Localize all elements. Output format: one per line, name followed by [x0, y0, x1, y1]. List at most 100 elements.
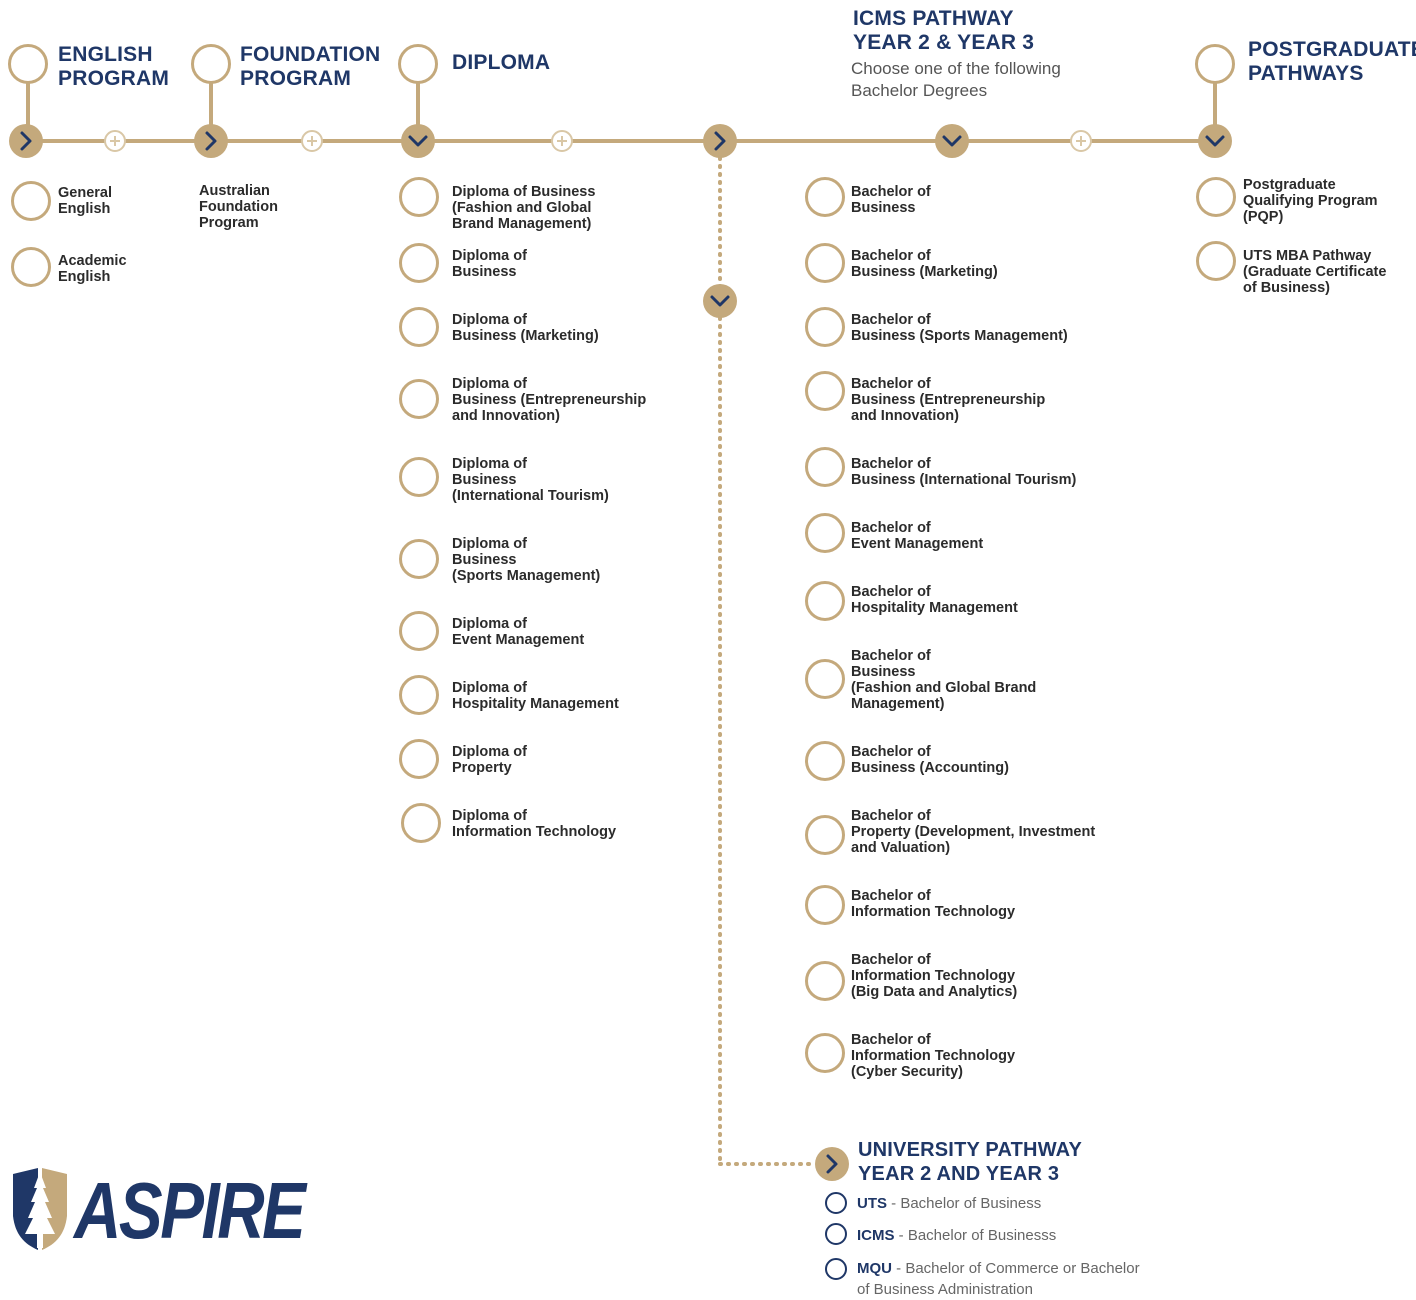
university-name: ICMS [857, 1227, 895, 1244]
bachelor-item[interactable]: Bachelor of Business [851, 184, 931, 216]
university-name: MQU [857, 1260, 892, 1277]
postgrad-expand-button[interactable] [1198, 124, 1232, 158]
circle-icon[interactable] [805, 447, 845, 487]
bachelor-item[interactable]: Bachelor of Business (Fashion and Global… [851, 648, 1037, 712]
university-pathway-go-button[interactable] [815, 1147, 849, 1181]
connector-english [26, 82, 30, 126]
circle-icon[interactable] [805, 243, 845, 283]
bachelor-item[interactable]: Bachelor of Information Technology (Big … [851, 952, 1018, 1000]
circle-icon[interactable] [399, 539, 439, 579]
chevron-down-icon [710, 295, 730, 307]
diploma-item[interactable]: Diploma of Property [452, 744, 527, 776]
circle-icon[interactable] [401, 803, 441, 843]
circle-icon[interactable] [399, 307, 439, 347]
university-pathway-title: UNIVERSITY PATHWAY YEAR 2 AND YEAR 3 [858, 1139, 1083, 1185]
diploma-item[interactable]: Diploma of Business [452, 248, 527, 280]
bachelor-item[interactable]: Bachelor of Event Management [851, 520, 984, 552]
university-option-mqu[interactable]: MQU - Bachelor of Commerce or Bachelor o… [857, 1258, 1140, 1300]
postgrad-header-circle-icon [1195, 44, 1235, 84]
circle-icon[interactable] [805, 371, 845, 411]
university-option-icms[interactable]: ICMS - Bachelor of Businesss [857, 1225, 1056, 1246]
bachelor-item[interactable]: Bachelor of Information Technology (Cybe… [851, 1032, 1016, 1080]
diploma-item[interactable]: Diploma of Hospitality Management [452, 680, 619, 712]
diploma-item[interactable]: Diploma of Business (Entrepreneurship an… [452, 376, 647, 424]
bachelor-item[interactable]: Bachelor of Property (Development, Inves… [851, 808, 1096, 856]
aspire-shield-logo-icon [13, 1168, 67, 1250]
plus-icon[interactable] [1070, 130, 1092, 152]
foundation-program-title: FOUNDATION PROGRAM [240, 43, 381, 90]
chevron-right-icon [20, 131, 32, 151]
university-option-uts[interactable]: UTS - Bachelor of Business [857, 1193, 1041, 1214]
circle-icon[interactable] [399, 379, 439, 419]
option-australian-foundation[interactable]: Australian Foundation Program [199, 183, 278, 231]
circle-icon[interactable] [399, 611, 439, 651]
diploma-item[interactable]: Diploma of Business (Fashion and Global … [452, 184, 596, 232]
icms-expand-button[interactable] [703, 124, 737, 158]
connector-postgrad [1213, 82, 1217, 126]
diploma-item[interactable]: Diploma of Business (Sports Management) [452, 536, 601, 584]
bachelor-item[interactable]: Bachelor of Business (Marketing) [851, 248, 998, 280]
circle-icon[interactable] [805, 961, 845, 1001]
plus-icon[interactable] [301, 130, 323, 152]
bachelor-item[interactable]: Bachelor of Business (Sports Management) [851, 312, 1068, 344]
circle-icon[interactable] [399, 177, 439, 217]
postgraduate-pathways-title: POSTGRADUATE PATHWAYS [1248, 38, 1416, 85]
timeline-line [24, 139, 1216, 143]
circle-icon[interactable] [805, 885, 845, 925]
diploma-item[interactable]: Diploma of Event Management [452, 616, 585, 648]
bachelor-item[interactable]: Bachelor of Business (Entrepreneurship a… [851, 376, 1046, 424]
circle-icon[interactable] [825, 1192, 847, 1214]
circle-icon[interactable] [825, 1223, 847, 1245]
icms-pathway-subtitle: Choose one of the following Bachelor Deg… [851, 59, 1061, 100]
circle-icon[interactable] [805, 581, 845, 621]
chevron-down-icon [408, 135, 428, 147]
option-academic-english[interactable]: Academic English [58, 253, 127, 285]
circle-icon[interactable] [1196, 177, 1236, 217]
diploma-item[interactable]: Diploma of Business (Marketing) [452, 312, 599, 344]
plus-icon[interactable] [551, 130, 573, 152]
postgrad-item[interactable]: Postgraduate Qualifying Program (PQP) [1243, 177, 1378, 225]
option-general-english[interactable]: General English [58, 185, 112, 217]
diploma-title: DIPLOMA [452, 51, 551, 74]
connector-diploma [416, 82, 420, 126]
circle-icon[interactable] [399, 675, 439, 715]
circle-icon[interactable] [399, 243, 439, 283]
university-pathway-expand-button[interactable] [703, 284, 737, 318]
circle-icon[interactable] [805, 513, 845, 553]
circle-icon[interactable] [399, 457, 439, 497]
diploma-item[interactable]: Diploma of Business (International Touri… [452, 456, 609, 504]
circle-icon[interactable] [11, 181, 51, 221]
circle-icon[interactable] [805, 741, 845, 781]
circle-icon[interactable] [805, 177, 845, 217]
chevron-right-icon [826, 1154, 838, 1174]
connector-foundation [209, 82, 213, 126]
bachelor-item[interactable]: Bachelor of Business (Accounting) [851, 744, 1009, 776]
chevron-right-icon [205, 131, 217, 151]
bachelor-item[interactable]: Bachelor of Business (International Tour… [851, 456, 1077, 488]
chevron-down-icon [942, 135, 962, 147]
icms-pathway-title: ICMS PATHWAY YEAR 2 & YEAR 3 [853, 7, 1035, 54]
circle-icon[interactable] [825, 1258, 847, 1280]
circle-icon[interactable] [805, 1033, 845, 1073]
university-degree: - Bachelor of Business [887, 1195, 1042, 1212]
circle-icon[interactable] [805, 815, 845, 855]
english-expand-button[interactable] [9, 124, 43, 158]
foundation-header-circle-icon [191, 44, 231, 84]
diploma-item[interactable]: Diploma of Information Technology [452, 808, 617, 840]
bachelor-expand-button[interactable] [935, 124, 969, 158]
english-header-circle-icon [8, 44, 48, 84]
university-dotted-path [718, 156, 812, 1166]
english-program-title: ENGLISH PROGRAM [58, 43, 170, 90]
plus-icon[interactable] [104, 130, 126, 152]
bachelor-item[interactable]: Bachelor of Information Technology [851, 888, 1016, 920]
circle-icon[interactable] [805, 307, 845, 347]
diploma-expand-button[interactable] [401, 124, 435, 158]
chevron-right-icon [714, 131, 726, 151]
bachelor-item[interactable]: Bachelor of Hospitality Management [851, 584, 1018, 616]
circle-icon[interactable] [805, 659, 845, 699]
postgrad-item[interactable]: UTS MBA Pathway (Graduate Certificate of… [1243, 248, 1387, 296]
circle-icon[interactable] [399, 739, 439, 779]
foundation-expand-button[interactable] [194, 124, 228, 158]
circle-icon[interactable] [1196, 241, 1236, 281]
circle-icon[interactable] [11, 247, 51, 287]
